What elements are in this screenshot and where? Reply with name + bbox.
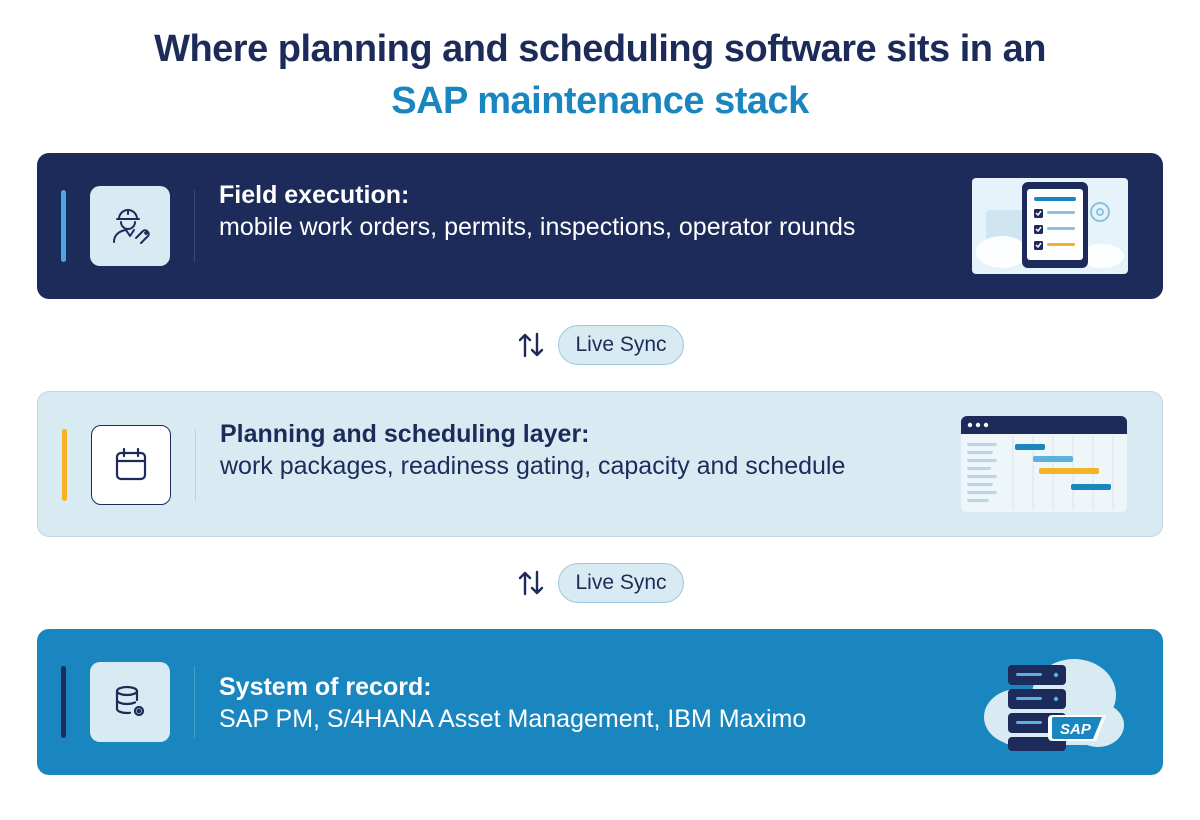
system-of-record-card: System of record: SAP PM, S/4HANA Asset … bbox=[37, 629, 1163, 775]
card-heading: Field execution: bbox=[219, 181, 410, 209]
card-description: SAP PM, S/4HANA Asset Management, IBM Ma… bbox=[219, 705, 807, 733]
live-sync-badge: Live Sync bbox=[558, 325, 684, 365]
planning-scheduling-card: Planning and scheduling layer: work pack… bbox=[37, 391, 1163, 537]
card-description: work packages, readiness gating, capacit… bbox=[220, 452, 846, 480]
database-gear-icon bbox=[115, 685, 145, 717]
card-heading: System of record: bbox=[219, 673, 432, 701]
card-accent-bar bbox=[62, 429, 67, 501]
live-sync-badge: Live Sync bbox=[558, 563, 684, 603]
page-title-line-2: SAP maintenance stack bbox=[391, 80, 809, 122]
sap-logo-text: SAP bbox=[1060, 721, 1092, 738]
icon-tile bbox=[90, 186, 170, 266]
card-text: System of record: SAP PM, S/4HANA Asset … bbox=[219, 671, 909, 735]
live-sync-connector: Live Sync bbox=[0, 325, 1200, 365]
card-divider bbox=[195, 429, 196, 501]
card-accent-bar bbox=[61, 666, 66, 738]
live-sync-connector: Live Sync bbox=[0, 563, 1200, 603]
worker-wrench-icon bbox=[113, 209, 150, 244]
tablet-checklist-illustration bbox=[972, 178, 1128, 274]
card-text: Field execution: mobile work orders, per… bbox=[219, 179, 909, 243]
page-title-line-1: Where planning and scheduling software s… bbox=[154, 28, 1046, 70]
card-divider bbox=[194, 190, 195, 262]
gantt-chart-illustration bbox=[961, 416, 1127, 512]
up-down-arrows-icon bbox=[516, 568, 546, 598]
icon-tile bbox=[91, 425, 171, 505]
calendar-icon bbox=[115, 447, 147, 481]
card-heading: Planning and scheduling layer: bbox=[220, 420, 590, 448]
card-description: mobile work orders, permits, inspections… bbox=[219, 213, 856, 241]
icon-tile bbox=[90, 662, 170, 742]
sap-cloud-server-illustration: SAP bbox=[984, 659, 1124, 751]
card-divider bbox=[194, 666, 195, 738]
card-accent-bar bbox=[61, 190, 66, 262]
field-execution-card: Field execution: mobile work orders, per… bbox=[37, 153, 1163, 299]
card-text: Planning and scheduling layer: work pack… bbox=[220, 418, 910, 482]
up-down-arrows-icon bbox=[516, 330, 546, 360]
